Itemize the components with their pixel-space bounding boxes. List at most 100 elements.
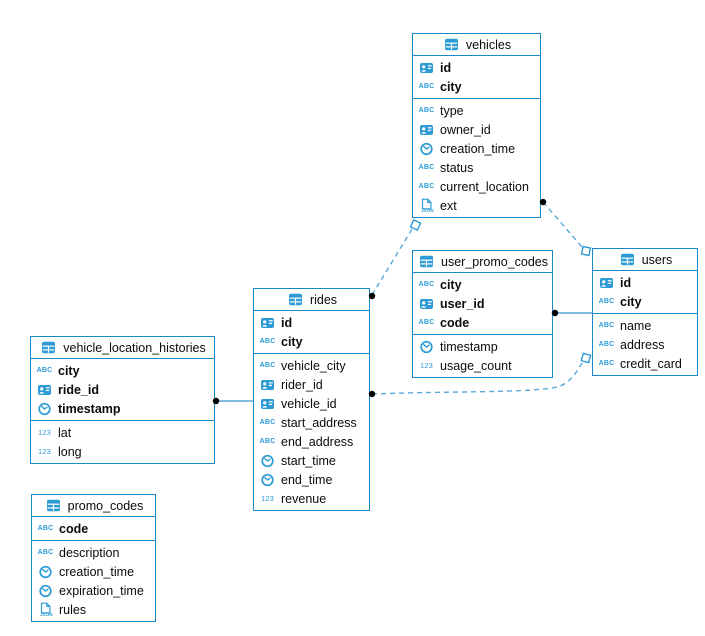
- column-id[interactable]: id: [254, 313, 369, 332]
- column-label: creation_time: [59, 564, 135, 579]
- column-label: current_location: [440, 179, 529, 194]
- clock-icon: [38, 402, 51, 415]
- column-label: vehicle_city: [281, 358, 346, 373]
- column-label: address: [620, 337, 665, 352]
- column-expiration_time[interactable]: expiration_time: [32, 581, 155, 600]
- table-header[interactable]: vehicle_location_histories: [31, 337, 214, 359]
- id-badge-icon: [38, 384, 51, 395]
- text-type-icon: ABC: [259, 438, 276, 445]
- clock-icon: [420, 142, 433, 155]
- column-creation_time[interactable]: creation_time: [32, 562, 155, 581]
- column-creation_time[interactable]: creation_time: [413, 139, 540, 158]
- id-badge-icon: [261, 317, 274, 328]
- column-id[interactable]: id: [593, 273, 697, 292]
- svg-text:JSON: JSON: [40, 612, 53, 617]
- column-label: code: [440, 315, 470, 330]
- clock-icon: [261, 473, 274, 486]
- text-type-icon: ABC: [598, 360, 615, 367]
- relationship-square-marker: [580, 352, 592, 364]
- column-ride_id[interactable]: ride_id: [31, 380, 214, 399]
- text-type-icon: ABC: [259, 338, 276, 345]
- text-type-icon: ABC: [598, 341, 615, 348]
- numeric-type-icon: 123: [37, 446, 52, 456]
- table-header[interactable]: user_promo_codes: [413, 251, 552, 273]
- column-id[interactable]: id: [413, 58, 540, 77]
- id-badge-icon: [600, 277, 613, 288]
- id-badge-icon: [420, 62, 433, 73]
- column-vehicle_id[interactable]: vehicle_id: [254, 394, 369, 413]
- column-owner_id[interactable]: owner_id: [413, 120, 540, 139]
- column-label: rules: [59, 602, 87, 617]
- relationship-line-rides-vehicles[interactable]: [371, 228, 413, 296]
- column-user_id[interactable]: user_id: [413, 294, 552, 313]
- column-label: creation_time: [440, 141, 516, 156]
- column-start_address[interactable]: ABC start_address: [254, 413, 369, 432]
- column-label: timestamp: [440, 339, 498, 354]
- relationship-square-marker: [409, 219, 422, 231]
- column-end_time[interactable]: end_time: [254, 470, 369, 489]
- table-header[interactable]: promo_codes: [32, 495, 155, 517]
- column-label: start_address: [281, 415, 357, 430]
- table-header[interactable]: vehicles: [413, 34, 540, 56]
- id-badge-icon: [261, 398, 274, 409]
- column-rider_id[interactable]: rider_id: [254, 375, 369, 394]
- column-rules[interactable]: JSON rules: [32, 600, 155, 619]
- column-address[interactable]: ABC address: [593, 335, 697, 354]
- text-type-icon: ABC: [418, 164, 435, 171]
- table-icon: [46, 499, 60, 512]
- json-type-icon: JSON: [40, 602, 53, 617]
- numeric-type-icon: 123: [260, 493, 275, 503]
- column-label: rider_id: [281, 377, 323, 392]
- column-label: city: [620, 294, 642, 309]
- column-revenue[interactable]: 123 revenue: [254, 489, 369, 508]
- column-timestamp[interactable]: timestamp: [31, 399, 214, 418]
- table-header[interactable]: users: [593, 249, 697, 271]
- column-label: revenue: [281, 491, 327, 506]
- column-timestamp[interactable]: timestamp: [413, 337, 552, 356]
- relationship-line-vehicles-users[interactable]: [542, 201, 583, 248]
- column-label: timestamp: [58, 401, 121, 416]
- clock-icon: [39, 584, 52, 597]
- column-label: id: [440, 60, 452, 75]
- text-type-icon: ABC: [259, 419, 276, 426]
- clock-icon: [420, 340, 433, 353]
- column-label: ext: [440, 198, 457, 213]
- table-header[interactable]: rides: [254, 289, 369, 311]
- column-start_time[interactable]: start_time: [254, 451, 369, 470]
- table-icon: [444, 38, 458, 51]
